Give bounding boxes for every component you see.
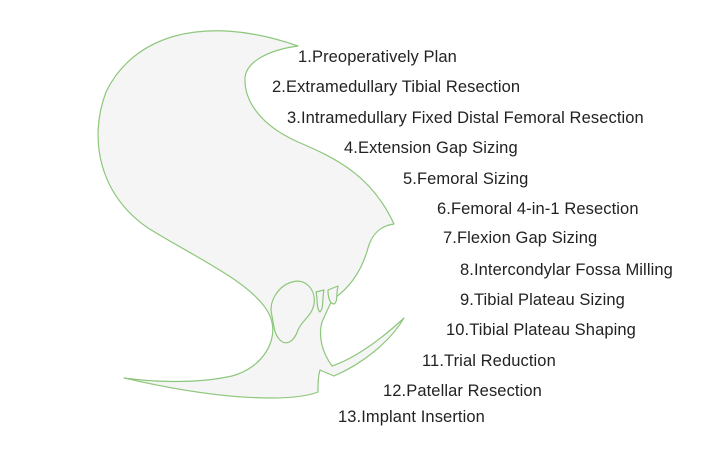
condyle-shape bbox=[270, 280, 315, 344]
drip-shape-left bbox=[315, 289, 325, 313]
step-4-label: 4.Extension Gap Sizing bbox=[344, 139, 518, 157]
step-7-label: 7.Flexion Gap Sizing bbox=[443, 229, 598, 247]
drip-shape-right bbox=[327, 285, 339, 305]
step-13-label: 13.Implant Insertion bbox=[338, 408, 485, 426]
step-10-label: 10.Tibial Plateau Shaping bbox=[446, 321, 636, 339]
step-2-label: 2.Extramedullary Tibial Resection bbox=[272, 78, 521, 96]
step-5-label: 5.Femoral Sizing bbox=[403, 170, 529, 188]
s-shape-body bbox=[97, 30, 405, 399]
step-8-label: 8.Intercondylar Fossa Milling bbox=[460, 261, 673, 279]
step-9-label: 9.Tibial Plateau Sizing bbox=[460, 291, 625, 309]
step-11-label: 11.Trial Reduction bbox=[422, 352, 556, 370]
step-6-label: 6.Femoral 4-in-1 Resection bbox=[437, 200, 639, 218]
step-12-label: 12.Patellar Resection bbox=[383, 382, 542, 400]
step-1-label: 1.Preoperatively Plan bbox=[298, 48, 457, 66]
step-3-label: 3.Intramedullary Fixed Distal Femoral Re… bbox=[287, 109, 644, 127]
